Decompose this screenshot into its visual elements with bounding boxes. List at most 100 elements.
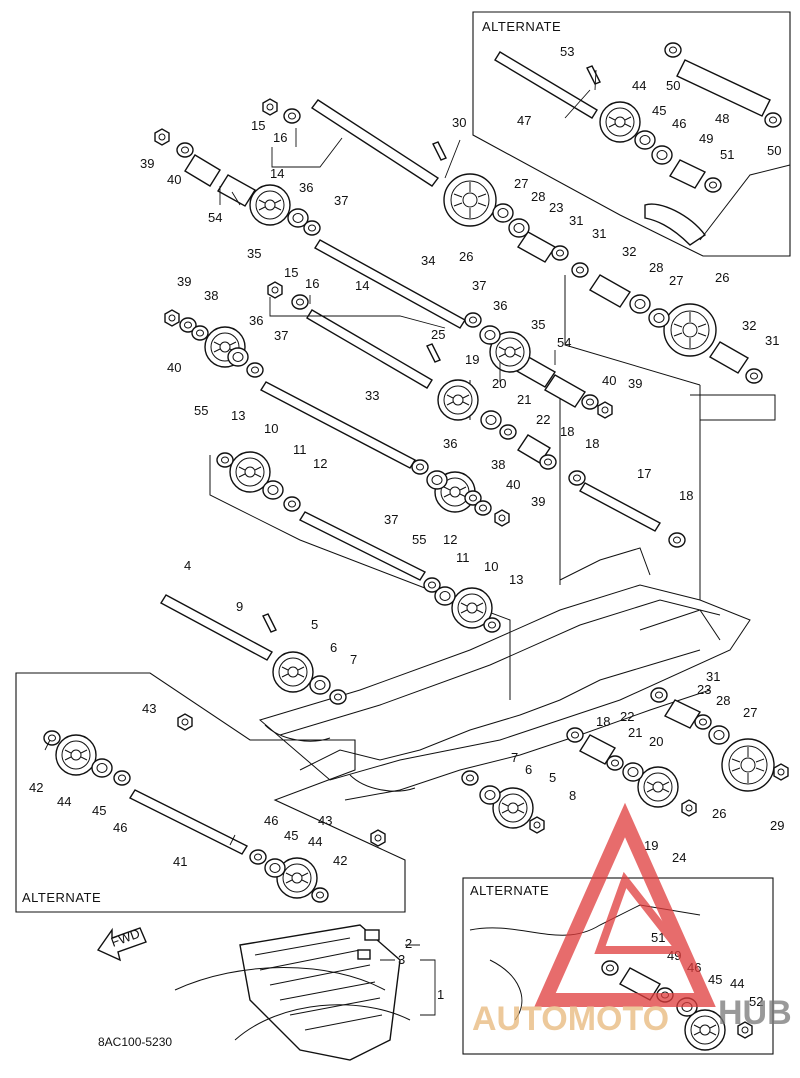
callout-2: 2 bbox=[405, 936, 412, 951]
alternate-title: ALTERNATE bbox=[22, 890, 101, 905]
callout-36: 36 bbox=[493, 298, 507, 313]
idler-wheel-26 bbox=[443, 173, 497, 227]
callout-22: 22 bbox=[620, 709, 634, 724]
callout-35: 35 bbox=[247, 246, 261, 261]
callout-31: 31 bbox=[592, 226, 606, 241]
callout-31: 31 bbox=[569, 213, 583, 228]
alternate-inner-details bbox=[469, 164, 791, 1021]
callout-14: 14 bbox=[355, 278, 369, 293]
callout-18: 18 bbox=[679, 488, 693, 503]
callout-45: 45 bbox=[708, 972, 722, 987]
callout-28: 28 bbox=[716, 693, 730, 708]
callout-41: 41 bbox=[173, 854, 187, 869]
callout-45: 45 bbox=[92, 803, 106, 818]
callout-26: 26 bbox=[459, 249, 473, 264]
callout-44: 44 bbox=[632, 78, 646, 93]
watermark: AUTOMOTO HUB bbox=[472, 802, 792, 1038]
callout-34: 34 bbox=[421, 253, 435, 268]
callout-10: 10 bbox=[484, 559, 498, 574]
callout-16: 16 bbox=[305, 276, 319, 291]
callout-28: 28 bbox=[531, 189, 545, 204]
callout-numbers: 1 2 3 4 5 5 6 6 7 7 8 9 10 10 11 11 12 1… bbox=[29, 44, 784, 1009]
callout-50: 50 bbox=[666, 78, 680, 93]
callout-11: 11 bbox=[293, 442, 307, 457]
wheel-35 bbox=[249, 184, 291, 226]
callout-52: 52 bbox=[749, 994, 763, 1009]
wheel-19 bbox=[437, 379, 479, 421]
alternate-box-top-right: ALTERNATE bbox=[472, 11, 791, 257]
callout-38: 38 bbox=[491, 457, 505, 472]
callout-42: 42 bbox=[29, 780, 43, 795]
callout-51: 51 bbox=[720, 147, 734, 162]
callout-51: 51 bbox=[651, 930, 665, 945]
callout-50: 50 bbox=[767, 143, 781, 158]
callout-45: 45 bbox=[284, 828, 298, 843]
callout-39: 39 bbox=[177, 274, 191, 289]
callout-44: 44 bbox=[308, 834, 322, 849]
callout-19: 19 bbox=[644, 838, 658, 853]
callout-37: 37 bbox=[384, 512, 398, 527]
leader-lines bbox=[44, 69, 597, 1016]
callout-16: 16 bbox=[273, 130, 287, 145]
callout-42: 42 bbox=[333, 853, 347, 868]
callout-18: 18 bbox=[596, 714, 610, 729]
callout-28: 28 bbox=[649, 260, 663, 275]
callout-26: 26 bbox=[715, 270, 729, 285]
callout-3: 3 bbox=[398, 952, 405, 967]
idler-wheel-26b bbox=[663, 303, 717, 357]
callout-32: 32 bbox=[622, 244, 636, 259]
callout-26: 26 bbox=[712, 806, 726, 821]
watermark-text: AUTOMOTO bbox=[472, 1000, 669, 1038]
callout-12: 12 bbox=[443, 532, 457, 547]
alternate-box-bottom-right: ALTERNATE bbox=[462, 877, 774, 1055]
callout-37: 37 bbox=[334, 193, 348, 208]
callout-8: 8 bbox=[569, 788, 576, 803]
callout-46: 46 bbox=[264, 813, 278, 828]
wheel-44 bbox=[55, 734, 97, 776]
callout-27: 27 bbox=[514, 176, 528, 191]
callout-21: 21 bbox=[517, 392, 531, 407]
callout-13: 13 bbox=[509, 572, 523, 587]
callout-24: 24 bbox=[672, 850, 686, 865]
drawing-code: 8AC100-5230 bbox=[98, 1035, 172, 1049]
callout-40: 40 bbox=[506, 477, 520, 492]
callout-27: 27 bbox=[669, 273, 683, 288]
wheel-19b bbox=[637, 766, 679, 808]
slide-rail-frame bbox=[209, 275, 776, 801]
callout-6: 6 bbox=[525, 762, 532, 777]
wheel-44-top bbox=[599, 101, 641, 143]
callout-38: 38 bbox=[204, 288, 218, 303]
callout-7: 7 bbox=[350, 652, 357, 667]
callout-1: 1 bbox=[437, 987, 444, 1002]
callout-6: 6 bbox=[330, 640, 337, 655]
callout-20: 20 bbox=[649, 734, 663, 749]
shafts bbox=[128, 51, 661, 855]
callout-44: 44 bbox=[730, 976, 744, 991]
callout-44: 44 bbox=[57, 794, 71, 809]
callout-32: 32 bbox=[742, 318, 756, 333]
callout-30: 30 bbox=[452, 115, 466, 130]
callout-10: 10 bbox=[264, 421, 278, 436]
callout-46: 46 bbox=[672, 116, 686, 131]
callout-29: 29 bbox=[770, 818, 784, 833]
callout-23: 23 bbox=[549, 200, 563, 215]
callout-54: 54 bbox=[208, 210, 222, 225]
callout-17: 17 bbox=[637, 466, 651, 481]
wheel-5 bbox=[272, 651, 314, 693]
callout-23: 23 bbox=[697, 682, 711, 697]
callout-13: 13 bbox=[231, 408, 245, 423]
callout-9: 9 bbox=[236, 599, 243, 614]
fwd-arrow: FWD bbox=[96, 926, 147, 962]
callout-7: 7 bbox=[511, 750, 518, 765]
callout-15: 15 bbox=[251, 118, 265, 133]
callout-18: 18 bbox=[560, 424, 574, 439]
callout-11: 11 bbox=[456, 550, 470, 565]
callout-37: 37 bbox=[274, 328, 288, 343]
callout-15: 15 bbox=[284, 265, 298, 280]
callout-48: 48 bbox=[715, 111, 729, 126]
callout-22: 22 bbox=[536, 412, 550, 427]
callout-40: 40 bbox=[167, 172, 181, 187]
idler-wheel-26c bbox=[721, 738, 775, 792]
callout-5: 5 bbox=[549, 770, 556, 785]
